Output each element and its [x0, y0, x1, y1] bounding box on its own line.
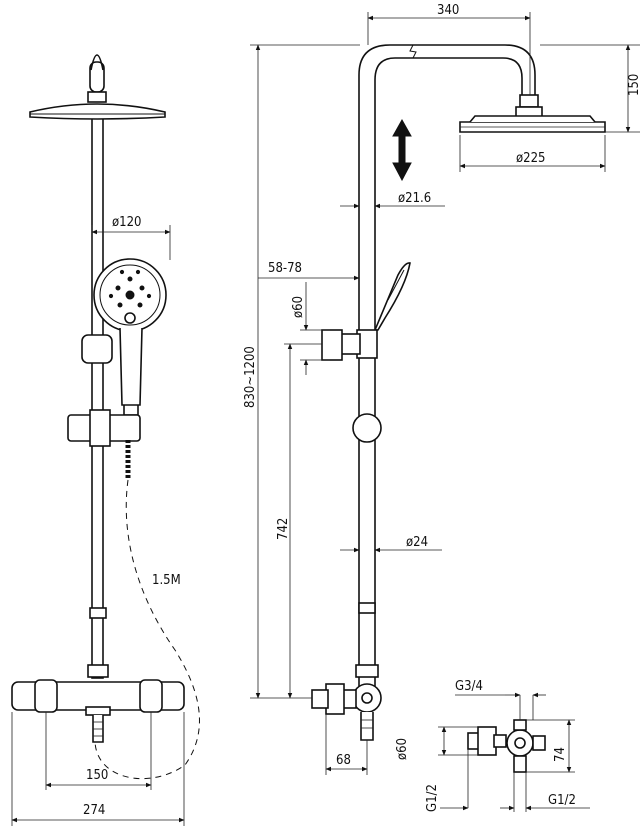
- outlet-thread-right-label: G1/2: [548, 793, 576, 808]
- pipe-upper-diameter-label: ø21.6: [398, 191, 431, 206]
- front-view: ø120 1.5M 150 274: [11, 54, 200, 826]
- detail-knob-diameter-label: ø60: [395, 738, 410, 760]
- mount-centres-label: 150: [86, 768, 108, 783]
- connector-length-label: 68: [336, 753, 351, 768]
- outlet-thread-left-label: G1/2: [425, 784, 440, 812]
- head-drop-label: 150: [627, 74, 642, 96]
- hand-shower-diameter-label: ø120: [112, 215, 141, 230]
- detail-height-label: 74: [553, 747, 568, 762]
- pipe-lower-diameter-label: ø24: [406, 535, 428, 550]
- bracket-range-label: 58-78: [268, 261, 302, 276]
- valve-detail: G3/4 ø60 74 G1/2 G1/2: [395, 679, 590, 812]
- hose-length-label: 1.5M: [152, 573, 181, 588]
- side-view: 340 150 ø225 ø21.6 58-78 ø60 830~1200: [243, 3, 642, 775]
- valve-width-label: 274: [83, 803, 105, 818]
- knob-diameter-label: ø60: [291, 296, 306, 318]
- top-width-label: 340: [437, 3, 459, 18]
- inlet-thread-label: G3/4: [455, 679, 483, 694]
- total-height-label: 830~1200: [243, 346, 258, 408]
- height-adjust-arrow-icon: [392, 118, 412, 182]
- riser-height-label: 742: [276, 518, 291, 540]
- head-diameter-label: ø225: [516, 151, 545, 166]
- hand-shower: [93, 258, 167, 416]
